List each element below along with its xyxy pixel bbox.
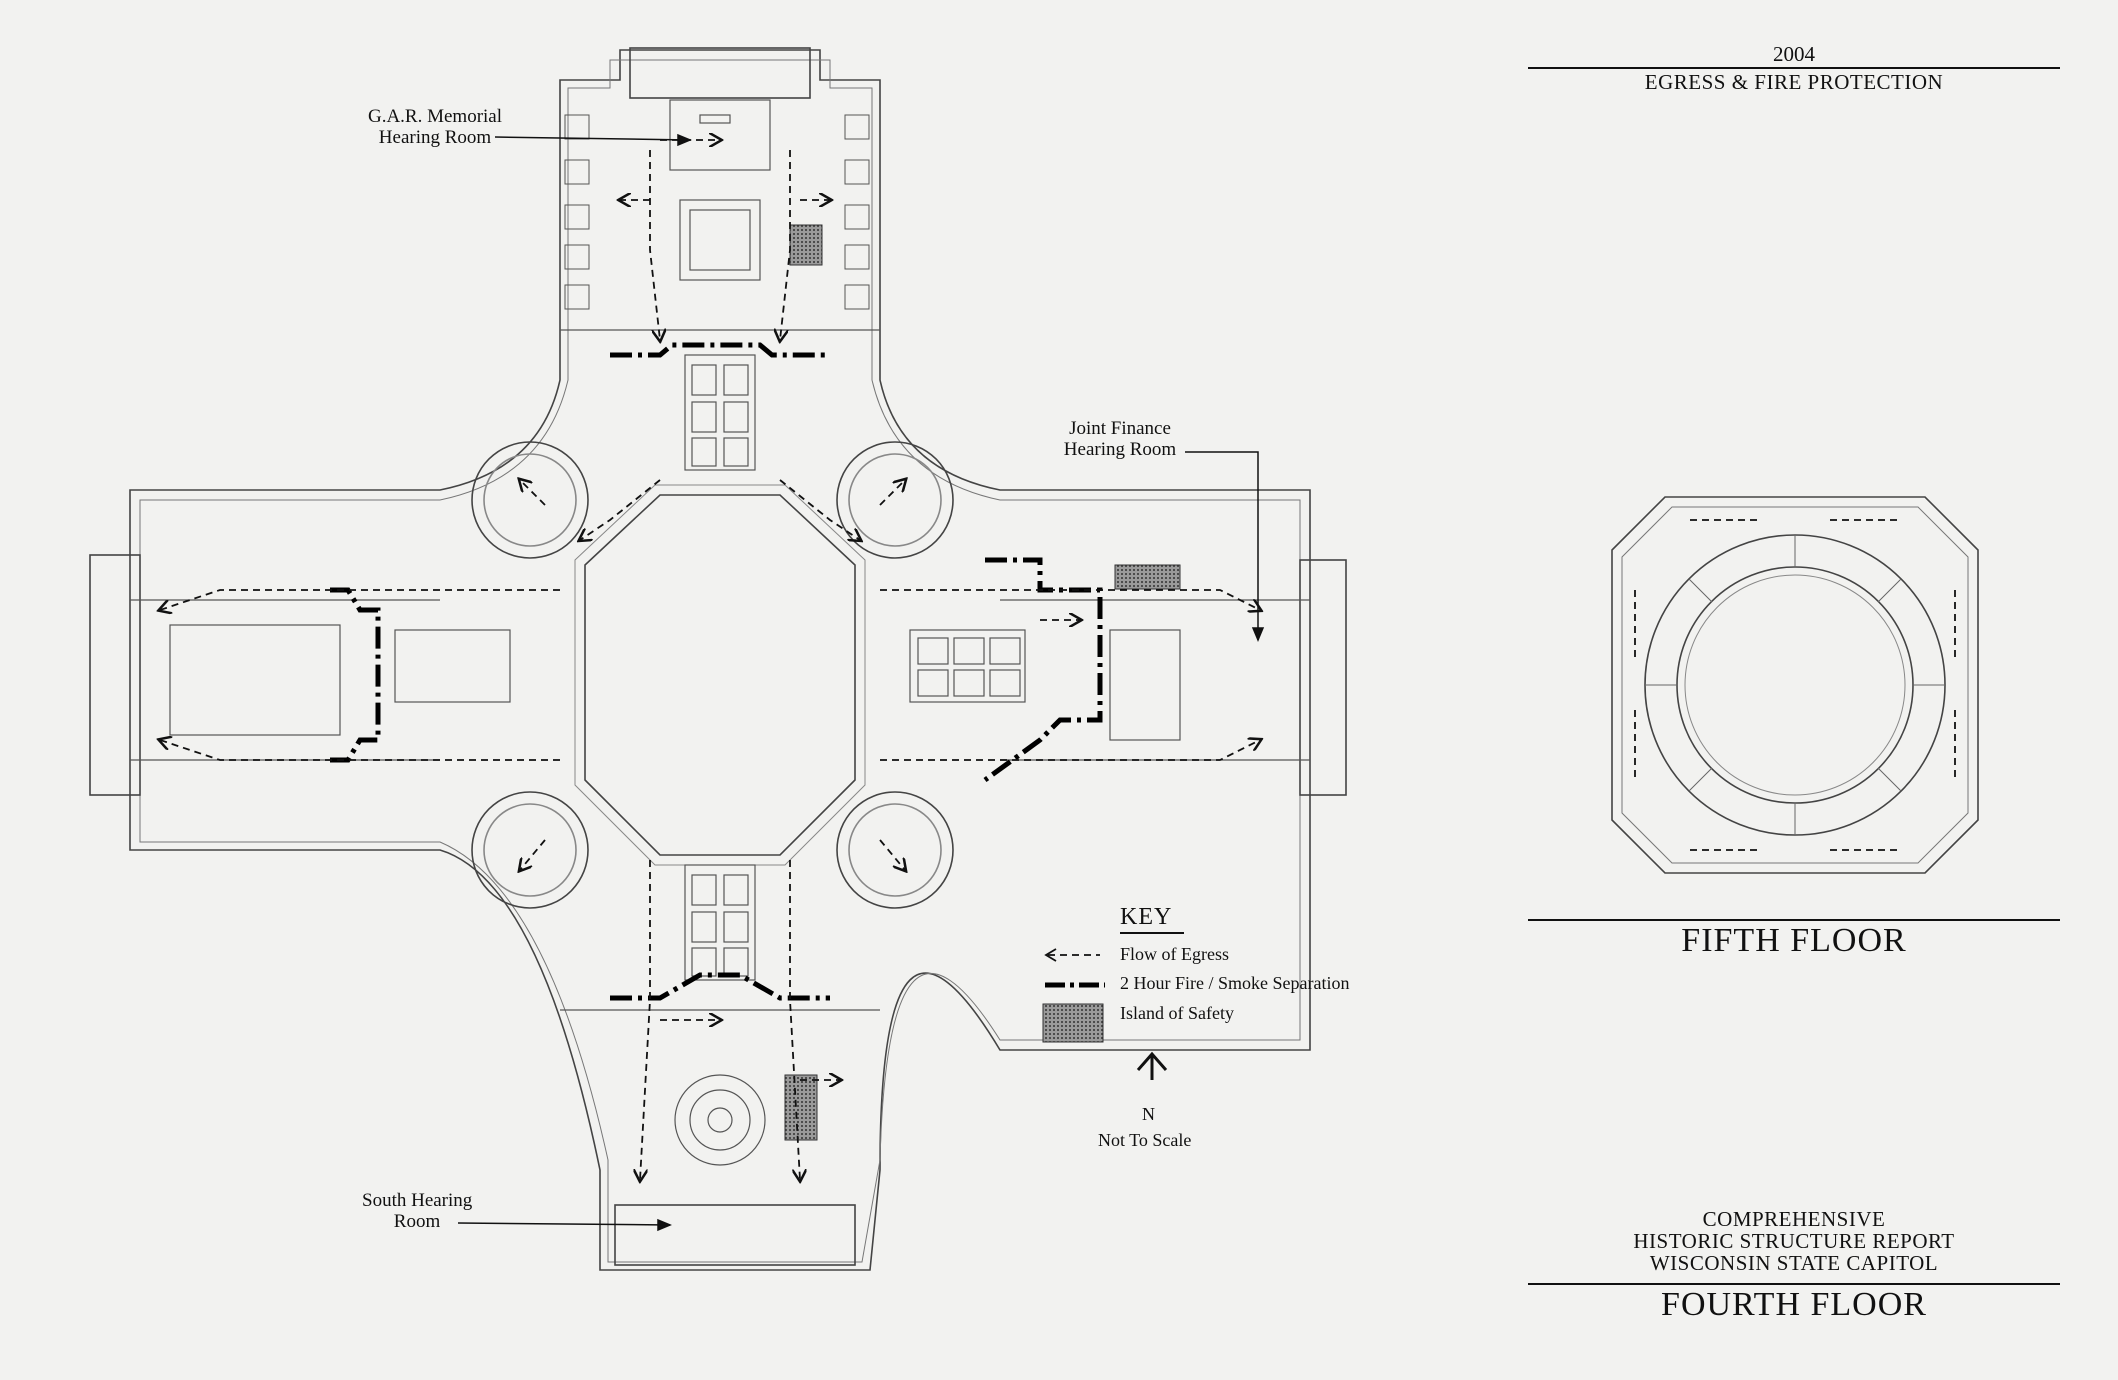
key-title: KEY: [1120, 904, 1173, 930]
north-arrow-icon: [1136, 1051, 1168, 1080]
key-item-flow-of-egress: Flow of Egress: [1120, 944, 1229, 964]
report-line-1: COMPREHENSIVE: [1702, 1207, 1886, 1231]
fifth-floor-rule: [1528, 919, 2060, 921]
flow-of-egress-arrow-icon: [1044, 948, 1100, 962]
corner-stair-towers: [471, 441, 954, 909]
islands-of-safety: [784, 224, 1181, 1141]
fire-separation-lines: [330, 342, 1103, 1001]
scale-note: Not To Scale: [1098, 1130, 1192, 1150]
title-subtitle: EGRESS & FIRE PROTECTION: [1644, 70, 1944, 94]
fifth-floor-title: FIFTH FLOOR: [1681, 922, 1907, 959]
key-item-fire-separation: 2 Hour Fire / Smoke Separation: [1120, 973, 1350, 993]
interior-rooms: [130, 99, 1310, 1166]
title-year: 2004: [1773, 42, 1815, 66]
island-of-safety-swatch: [1042, 1003, 1104, 1043]
report-line-2: HISTORIC STRUCTURE REPORT: [1633, 1229, 1955, 1253]
egress-flow-lines: [160, 140, 1260, 1180]
key-underline: [1120, 932, 1184, 934]
report-block: COMPREHENSIVE HISTORIC STRUCTURE REPORT …: [1528, 1208, 2060, 1274]
north-letter: N: [1142, 1104, 1155, 1124]
fourth-floor-title: FOURTH FLOOR: [1661, 1286, 1927, 1323]
label-leaders: [457, 133, 1265, 1232]
fourth-floor-rule: [1528, 1283, 2060, 1285]
title-rule: [1528, 67, 2060, 69]
window-bays: [564, 114, 870, 310]
report-line-3: WISCONSIN STATE CAPITOL: [1649, 1251, 1939, 1275]
building-outline: [89, 47, 1347, 1271]
rotunda-void: [574, 484, 866, 866]
key-item-island-of-safety: Island of Safety: [1120, 1003, 1234, 1023]
fifth-floor-radial-bays: [1645, 535, 1945, 835]
